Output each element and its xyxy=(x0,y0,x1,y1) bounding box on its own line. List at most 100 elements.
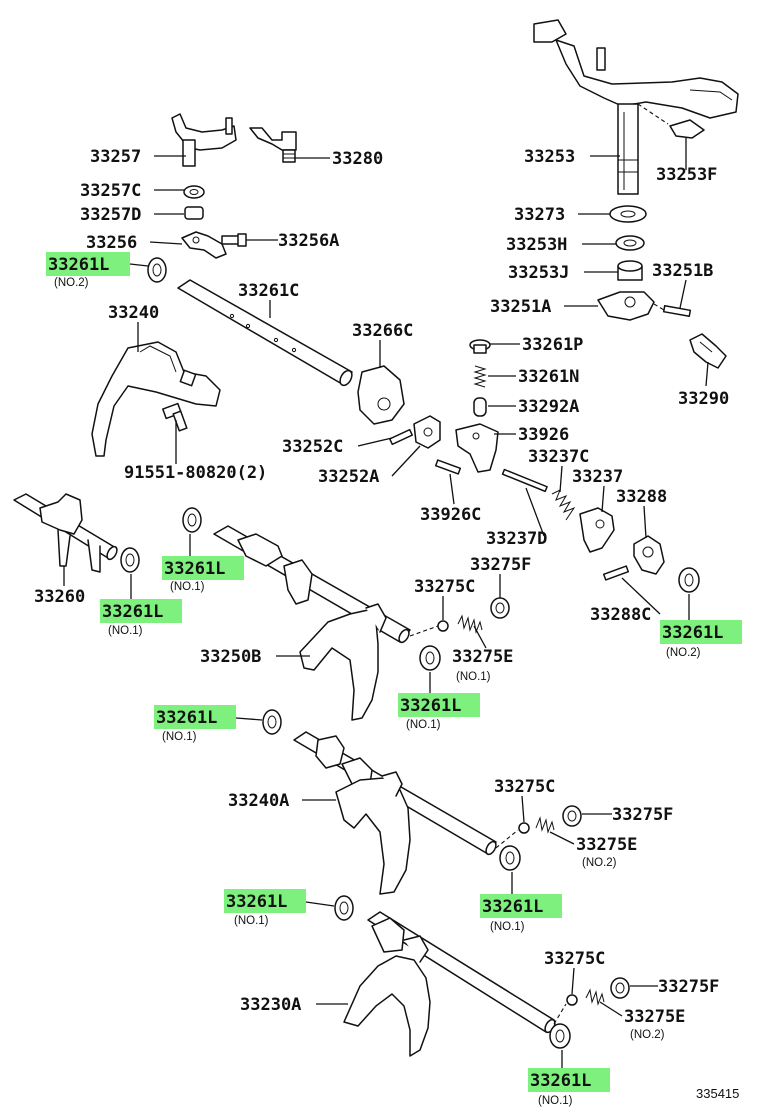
label-33256[interactable]: 33256 xyxy=(86,233,137,253)
part-33261L-bushing-i xyxy=(549,1023,571,1049)
part-33261C-drawing xyxy=(177,279,353,387)
part-33237-drawing xyxy=(579,507,615,553)
highlight-33261L-h xyxy=(660,620,742,644)
part-33275C-ball-1 xyxy=(437,620,449,632)
label-33257[interactable]: 33257 xyxy=(90,147,141,167)
part-33273-drawing xyxy=(609,205,647,223)
label-33237[interactable]: 33237 xyxy=(572,467,623,487)
label-33290[interactable]: 33290 xyxy=(678,389,729,409)
label-33253[interactable]: 33253 xyxy=(524,147,575,167)
label-33261L-a[interactable]: 33261L xyxy=(48,255,109,275)
part-33257-drawing xyxy=(171,113,237,167)
label-33266C[interactable]: 33266C xyxy=(352,321,413,341)
part-33250B-drawing xyxy=(213,525,411,721)
label-33253H[interactable]: 33253H xyxy=(506,235,567,255)
part-33237C-spring-drawing xyxy=(551,488,576,521)
part-33275F-plug-1 xyxy=(490,597,510,619)
part-91551-bolt-drawing xyxy=(162,402,188,432)
part-labels: 33257 33280 33257C 33257D 33256 33256A 3… xyxy=(34,147,739,1107)
label-33275C-3[interactable]: 33275C xyxy=(544,949,605,969)
label-33261N[interactable]: 33261N xyxy=(518,367,579,387)
label-33288[interactable]: 33288 xyxy=(616,487,667,507)
label-33251B[interactable]: 33251B xyxy=(652,261,713,281)
note-33261L-a: (NO.2) xyxy=(54,277,89,289)
label-33275E-2[interactable]: 33275E xyxy=(576,835,637,855)
label-33275E-1[interactable]: 33275E xyxy=(452,647,513,667)
label-33250B[interactable]: 33250B xyxy=(200,647,261,667)
part-33257D-drawing xyxy=(184,206,204,220)
label-33261L-c[interactable]: 33261L xyxy=(102,602,163,622)
note-33261L-h: (NO.2) xyxy=(666,647,701,659)
label-33261L-d[interactable]: 33261L xyxy=(400,696,461,716)
label-33261L-f[interactable]: 33261L xyxy=(482,897,543,917)
label-33261L-e[interactable]: 33261L xyxy=(156,708,217,728)
note-33261L-c: (NO.1) xyxy=(108,625,143,637)
label-33261L-b[interactable]: 33261L xyxy=(164,559,225,579)
label-33253J[interactable]: 33253J xyxy=(508,263,569,283)
note-33261L-b: (NO.1) xyxy=(170,581,205,593)
label-33280[interactable]: 33280 xyxy=(332,149,383,169)
label-91551-80820[interactable]: 91551-80820(2) xyxy=(124,463,267,483)
label-33237C[interactable]: 33237C xyxy=(528,447,589,467)
part-33260-drawing xyxy=(13,493,118,573)
part-33237D-drawing xyxy=(501,468,548,493)
label-33292A[interactable]: 33292A xyxy=(518,397,579,417)
part-33240A-drawing xyxy=(293,731,497,895)
part-33251A-drawing xyxy=(597,291,655,321)
label-33252A[interactable]: 33252A xyxy=(318,467,379,487)
label-33257C[interactable]: 33257C xyxy=(80,181,141,201)
part-33256-drawing xyxy=(181,231,227,259)
part-33257C-drawing xyxy=(183,185,205,199)
label-33251A[interactable]: 33251A xyxy=(490,297,551,317)
highlight-33261L-b xyxy=(162,556,244,580)
part-33261N-spring-drawing xyxy=(473,365,487,388)
leader-lines xyxy=(63,138,709,1068)
part-33261P-drawing xyxy=(469,339,491,354)
part-33275E-spring-3 xyxy=(585,988,605,1006)
label-33261L-h[interactable]: 33261L xyxy=(662,623,723,643)
label-33261C[interactable]: 33261C xyxy=(238,281,299,301)
part-33252C-drawing xyxy=(389,428,413,446)
label-33275F-2[interactable]: 33275F xyxy=(612,805,673,825)
label-33288C[interactable]: 33288C xyxy=(590,605,651,625)
part-33256A-drawing xyxy=(221,233,247,247)
part-33253-drawing xyxy=(533,19,739,195)
part-33275E-spring-1 xyxy=(457,614,483,634)
label-33275C-1[interactable]: 33275C xyxy=(414,577,475,597)
label-33230A[interactable]: 33230A xyxy=(240,995,301,1015)
label-33926[interactable]: 33926 xyxy=(518,425,569,445)
label-33252C[interactable]: 33252C xyxy=(282,437,343,457)
note-33275E-2: (NO.2) xyxy=(582,857,617,869)
part-33926C-drawing xyxy=(434,459,462,475)
label-33261L-g[interactable]: 33261L xyxy=(226,892,287,912)
label-33240[interactable]: 33240 xyxy=(108,303,159,323)
part-33261L-bushing-a xyxy=(147,257,167,283)
part-33288-drawing xyxy=(633,535,665,575)
label-33275F-3[interactable]: 33275F xyxy=(658,977,719,997)
part-33275F-plug-2 xyxy=(562,805,582,827)
part-33240-drawing xyxy=(91,341,221,457)
label-33275E-3[interactable]: 33275E xyxy=(624,1007,685,1027)
label-33253F[interactable]: 33253F xyxy=(656,165,717,185)
label-33273[interactable]: 33273 xyxy=(514,205,565,225)
catalog-id: 335415 xyxy=(696,1086,739,1101)
part-33252A-drawing xyxy=(413,415,441,449)
part-33261L-bushing-g xyxy=(334,895,354,921)
part-33275C-ball-2 xyxy=(518,822,530,834)
label-33240A[interactable]: 33240A xyxy=(228,791,289,811)
label-33261L-i[interactable]: 33261L xyxy=(530,1071,591,1091)
label-33261P[interactable]: 33261P xyxy=(522,335,583,355)
part-33261L-bushing-e xyxy=(262,709,282,735)
highlight-33261L-g xyxy=(224,889,306,913)
label-33275F-1[interactable]: 33275F xyxy=(470,555,531,575)
label-33257D[interactable]: 33257D xyxy=(80,205,141,225)
label-33260[interactable]: 33260 xyxy=(34,587,85,607)
part-33253F-drawing xyxy=(669,119,705,139)
highlight-33261L-a xyxy=(46,252,130,276)
label-33256A[interactable]: 33256A xyxy=(278,231,339,251)
label-33237D[interactable]: 33237D xyxy=(486,529,547,549)
label-33926C[interactable]: 33926C xyxy=(420,505,481,525)
label-33275C-2[interactable]: 33275C xyxy=(494,777,555,797)
note-33261L-d: (NO.1) xyxy=(406,719,441,731)
